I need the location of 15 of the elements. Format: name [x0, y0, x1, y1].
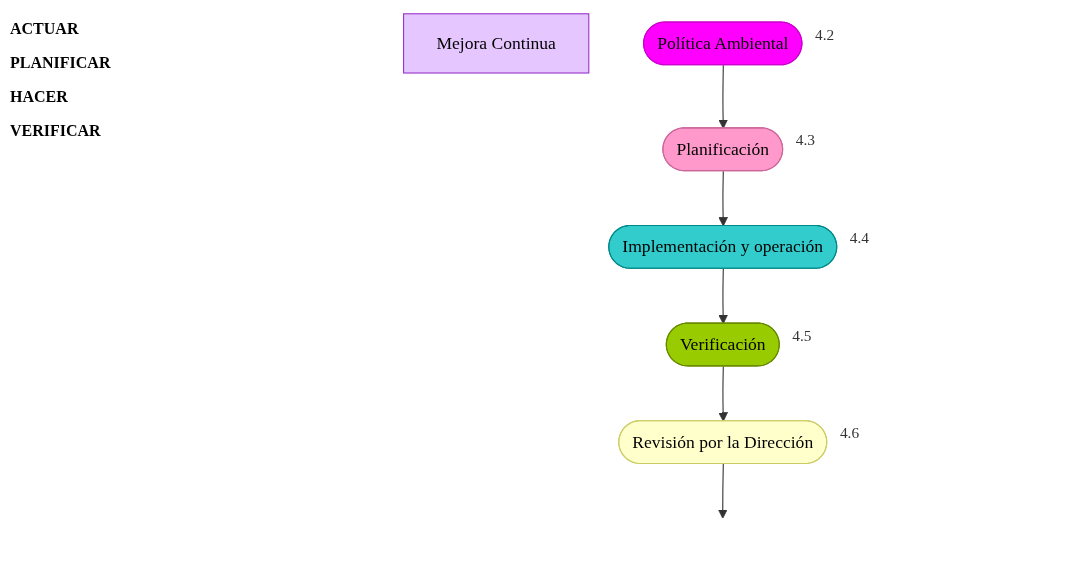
clause-number: 4.4	[849, 229, 870, 246]
phase-label: ACTUAR	[10, 20, 80, 38]
clause-number: 4.2	[815, 25, 835, 43]
arrow	[718, 365, 728, 422]
node-box: Mejora Continua	[403, 13, 590, 74]
clause-number: 4.3	[795, 131, 815, 149]
phase-label: HACER	[10, 88, 69, 106]
clause-number: 4.5	[792, 326, 812, 344]
phase-label: VERIFICAR	[10, 122, 102, 140]
clause-number: 4.6	[839, 424, 860, 442]
arrow	[718, 170, 728, 227]
arrow	[717, 463, 728, 519]
phase-label: PLANIFICAR	[10, 54, 112, 72]
arrow	[718, 64, 728, 129]
arrow	[718, 268, 728, 325]
